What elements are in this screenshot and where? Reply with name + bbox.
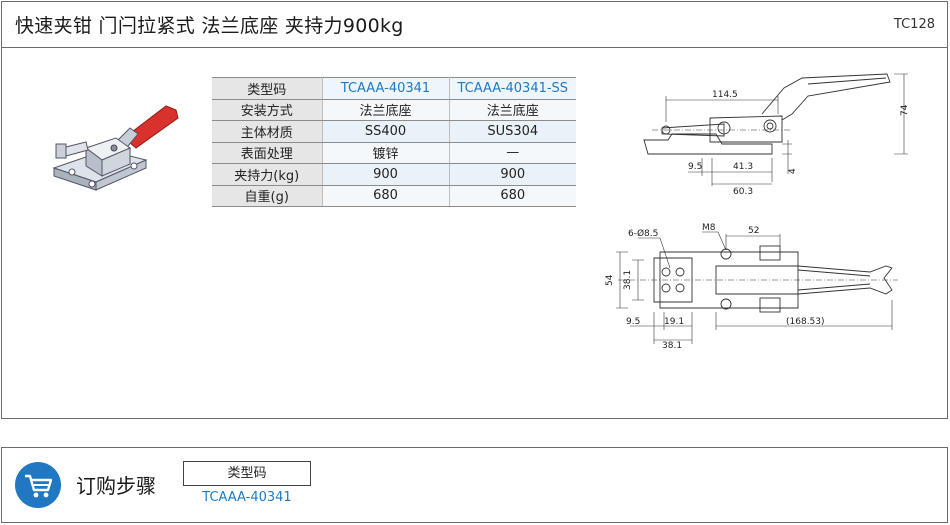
order-code-value[interactable]: TCAAA-40341 (202, 490, 292, 505)
table-row: 表面处理 镀锌 — (212, 142, 576, 164)
order-code-label: 类型码 (183, 461, 311, 486)
cell-value[interactable]: TCAAA-40341 (322, 77, 450, 100)
table-row: 夹持力(kg) 900 900 (212, 163, 576, 186)
dim-9-5: 9.5 (688, 162, 702, 172)
dim-54: 54 (605, 274, 615, 286)
cell-value: 900 (322, 163, 450, 186)
cell-value: 镀锌 (322, 142, 450, 164)
row-label: 主体材质 (212, 120, 323, 143)
product-photo (52, 105, 179, 191)
row-label: 类型码 (212, 77, 323, 100)
dim-41-3: 41.3 (733, 162, 753, 172)
cell-value: 680 (322, 185, 450, 207)
product-header: 快速夹钳 门闩拉紧式 法兰底座 夹持力900kg TC128 (2, 2, 947, 48)
table-row: 主体材质 SS400 SUS304 (212, 120, 576, 143)
product-code: TC128 (893, 17, 935, 32)
spec-table: 类型码 TCAAA-40341 TCAAA-40341-SS 安装方式 法兰底座… (212, 77, 576, 207)
order-title: 订购步骤 (76, 474, 156, 498)
shopping-cart-icon (25, 474, 53, 498)
dim-52: 52 (748, 226, 759, 236)
table-row: 类型码 TCAAA-40341 TCAAA-40341-SS (212, 77, 576, 100)
dim-74: 74 (900, 104, 910, 116)
cell-value: 法兰底座 (322, 99, 450, 121)
dim-19-1: 19.1 (664, 317, 684, 327)
dim-60-3: 60.3 (733, 187, 753, 197)
top-view-drawing: 6-Ø8.5 M8 52 54 38.1 9.5 19.1 38.1 (168.… (605, 223, 898, 350)
clamp-illustration (52, 105, 179, 191)
dim-9-5-top: 9.5 (626, 317, 640, 327)
row-label: 表面处理 (212, 142, 323, 164)
dim-114-5: 114.5 (712, 90, 738, 100)
cell-value: SS400 (322, 120, 450, 143)
row-label: 夹持力(kg) (212, 163, 323, 186)
page-title: 快速夹钳 门闩拉紧式 法兰底座 夹持力900kg (15, 15, 404, 37)
dim-38-1-v: 38.1 (623, 270, 633, 290)
table-row: 自重(g) 680 680 (212, 185, 576, 207)
dim-4: 4 (788, 168, 798, 174)
product-panel: 快速夹钳 门闩拉紧式 法兰底座 夹持力900kg TC128 (1, 1, 948, 419)
dim-m8: M8 (702, 223, 716, 233)
cell-value: 900 (449, 163, 576, 186)
order-badge (15, 462, 61, 508)
cell-value[interactable]: TCAAA-40341-SS (449, 77, 576, 100)
side-view-drawing: 114.5 74 9.5 41.3 60.3 4 (643, 73, 910, 197)
cell-value: SUS304 (449, 120, 576, 143)
dim-6-holes: 6-Ø8.5 (628, 228, 658, 239)
dim-168-53: (168.53) (786, 317, 825, 327)
cell-value: 法兰底座 (449, 99, 576, 121)
row-label: 安装方式 (212, 99, 323, 121)
dim-38-1-h: 38.1 (662, 341, 682, 350)
cell-value: — (449, 142, 576, 164)
cell-value: 680 (449, 185, 576, 207)
table-row: 安装方式 法兰底座 法兰底座 (212, 99, 576, 121)
row-label: 自重(g) (212, 185, 323, 207)
order-panel: 订购步骤 类型码 TCAAA-40341 (1, 447, 948, 523)
